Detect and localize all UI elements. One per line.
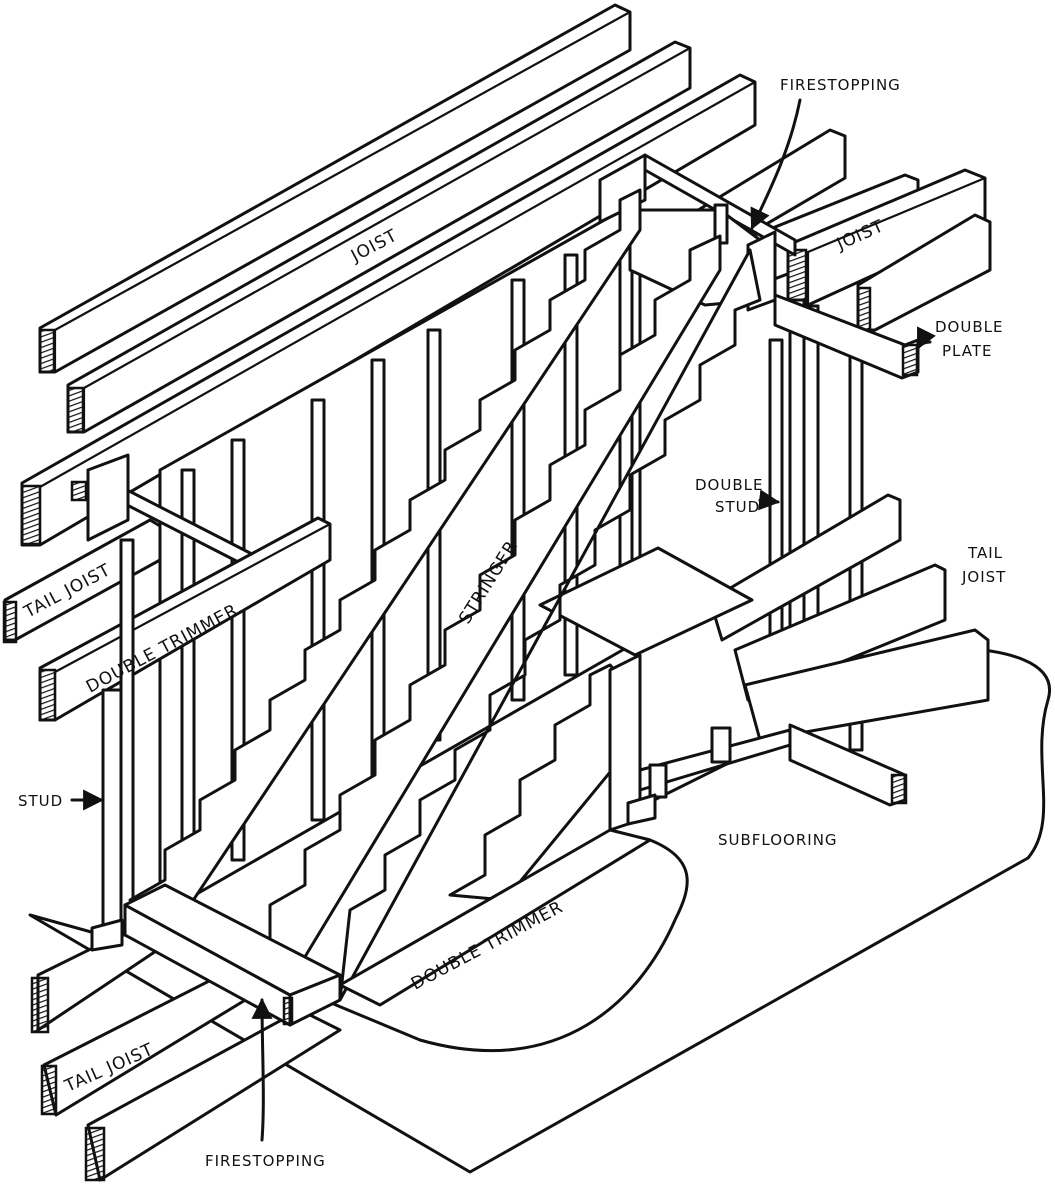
label-double-stud-2: STUD	[715, 498, 760, 516]
top-joist-3	[20, 73, 757, 547]
label-tail-joist-right-2: JOIST	[961, 568, 1006, 586]
firestopping-bottom-frame	[123, 883, 342, 1027]
label-subflooring: SUBFLOORING	[718, 831, 838, 849]
label-firestopping-top: FIRESTOPPING	[780, 76, 901, 94]
left-stud	[90, 538, 135, 952]
stringer-left	[128, 188, 642, 922]
label-tail-joist-right-1: TAIL	[967, 544, 1003, 562]
stringer-middle	[238, 234, 722, 967]
label-double-plate-2: PLATE	[942, 342, 992, 360]
stringer-right	[338, 248, 762, 1002]
label-double-stud-1: DOUBLE	[695, 476, 763, 494]
top-joist-1	[38, 3, 632, 374]
label-stud: STUD	[18, 792, 63, 810]
bottom-tail-joist-2	[40, 948, 272, 1117]
left-double-trimmer	[38, 516, 332, 722]
landing-subfloor	[538, 546, 754, 657]
double-plate	[773, 293, 920, 380]
blocking-pieces	[626, 726, 732, 826]
bottom-tail-joist-3	[84, 1008, 342, 1182]
leader-lines	[70, 98, 936, 1142]
right-tail-joist-1	[708, 493, 902, 642]
label-firestopping-bottom: FIRESTOPPING	[205, 1152, 326, 1170]
top-joist-2	[66, 40, 692, 434]
right-tail-joist-3	[743, 628, 990, 742]
label-double-plate-1: DOUBLE	[935, 318, 1003, 336]
